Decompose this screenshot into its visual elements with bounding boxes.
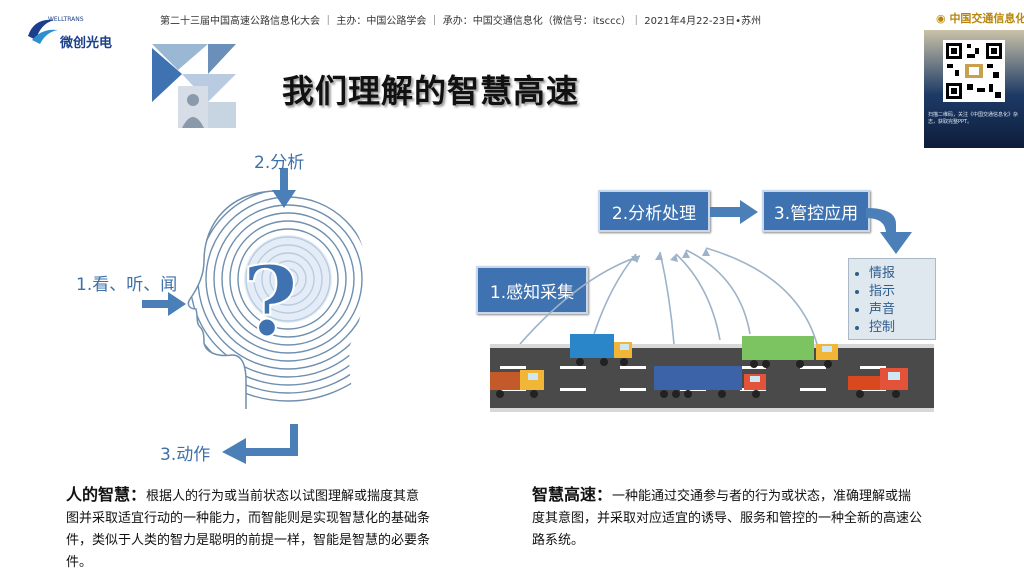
box-process-label: 2.分析处理 <box>612 199 696 224</box>
head-profile-icon: ? <box>170 175 370 415</box>
output-item: 控制 <box>869 319 935 337</box>
box-process: 2.分析处理 <box>598 190 710 232</box>
output-list-box: 情报 指示 声音 控制 <box>848 258 936 340</box>
label-see-hear-smell: 1.看、听、闻 <box>76 270 177 295</box>
label-action: 3.动作 <box>160 440 210 465</box>
question-mark-glyph: ? <box>242 245 298 358</box>
arrow-right-icon <box>142 292 186 316</box>
conference-line: 第二十三届中国高速公路信息化大会 ｜ 主办：中国公路学会 ｜ 承办：中国交通信息… <box>160 12 761 27</box>
truck-small-yellow-icon <box>490 366 550 400</box>
output-item: 情报 <box>869 265 935 283</box>
arrow-down-icon <box>272 168 296 208</box>
truck-small-red-icon <box>848 366 912 400</box>
brand-seal-icon: ◉ <box>936 12 949 25</box>
qr-panel: 扫描二维码，关注《中国交通信息化》杂志，获取完整PPT。 <box>924 30 1024 148</box>
arrow-turn-down-icon <box>866 204 914 254</box>
label-analyze: 2.分析 <box>254 148 304 173</box>
qr-code-icon <box>943 40 1005 102</box>
arrow-turn-left-icon <box>222 424 300 464</box>
tangram-figure-icon <box>148 44 240 130</box>
logo-small-text: WELLTRANS <box>48 16 84 23</box>
smart-highway-text: 智慧高速：一种能通过交通参与者的行为或状态，准确理解或揣度其意图，并采取对应适宜… <box>532 484 924 552</box>
truck-navy-container-icon <box>652 364 770 402</box>
smart-highway-label: 智慧高速： <box>532 485 612 504</box>
box-control-label: 3.管控应用 <box>774 199 858 224</box>
data-flow-arrows <box>500 236 860 346</box>
human-wisdom-label: 人的智慧： <box>66 485 146 504</box>
brand-text: 中国交通信息化 <box>949 12 1024 25</box>
output-item: 指示 <box>869 283 935 301</box>
page-title: 我们理解的智慧高速 <box>282 66 579 112</box>
qr-caption: 扫描二维码，关注《中国交通信息化》杂志，获取完整PPT。 <box>928 112 1022 126</box>
output-item: 声音 <box>869 301 935 319</box>
truck-blue-container-icon <box>568 332 638 368</box>
human-wisdom-text: 人的智慧：根据人的行为或当前状态以试图理解或揣度其意图并采取适宜行动的一种能力，… <box>66 484 430 574</box>
brand-logo: ◉ 中国交通信息化 <box>936 10 1024 30</box>
arrow-right-icon <box>710 200 758 224</box>
logo-text: 微创光电 <box>60 32 112 51</box>
box-control: 3.管控应用 <box>762 190 870 232</box>
